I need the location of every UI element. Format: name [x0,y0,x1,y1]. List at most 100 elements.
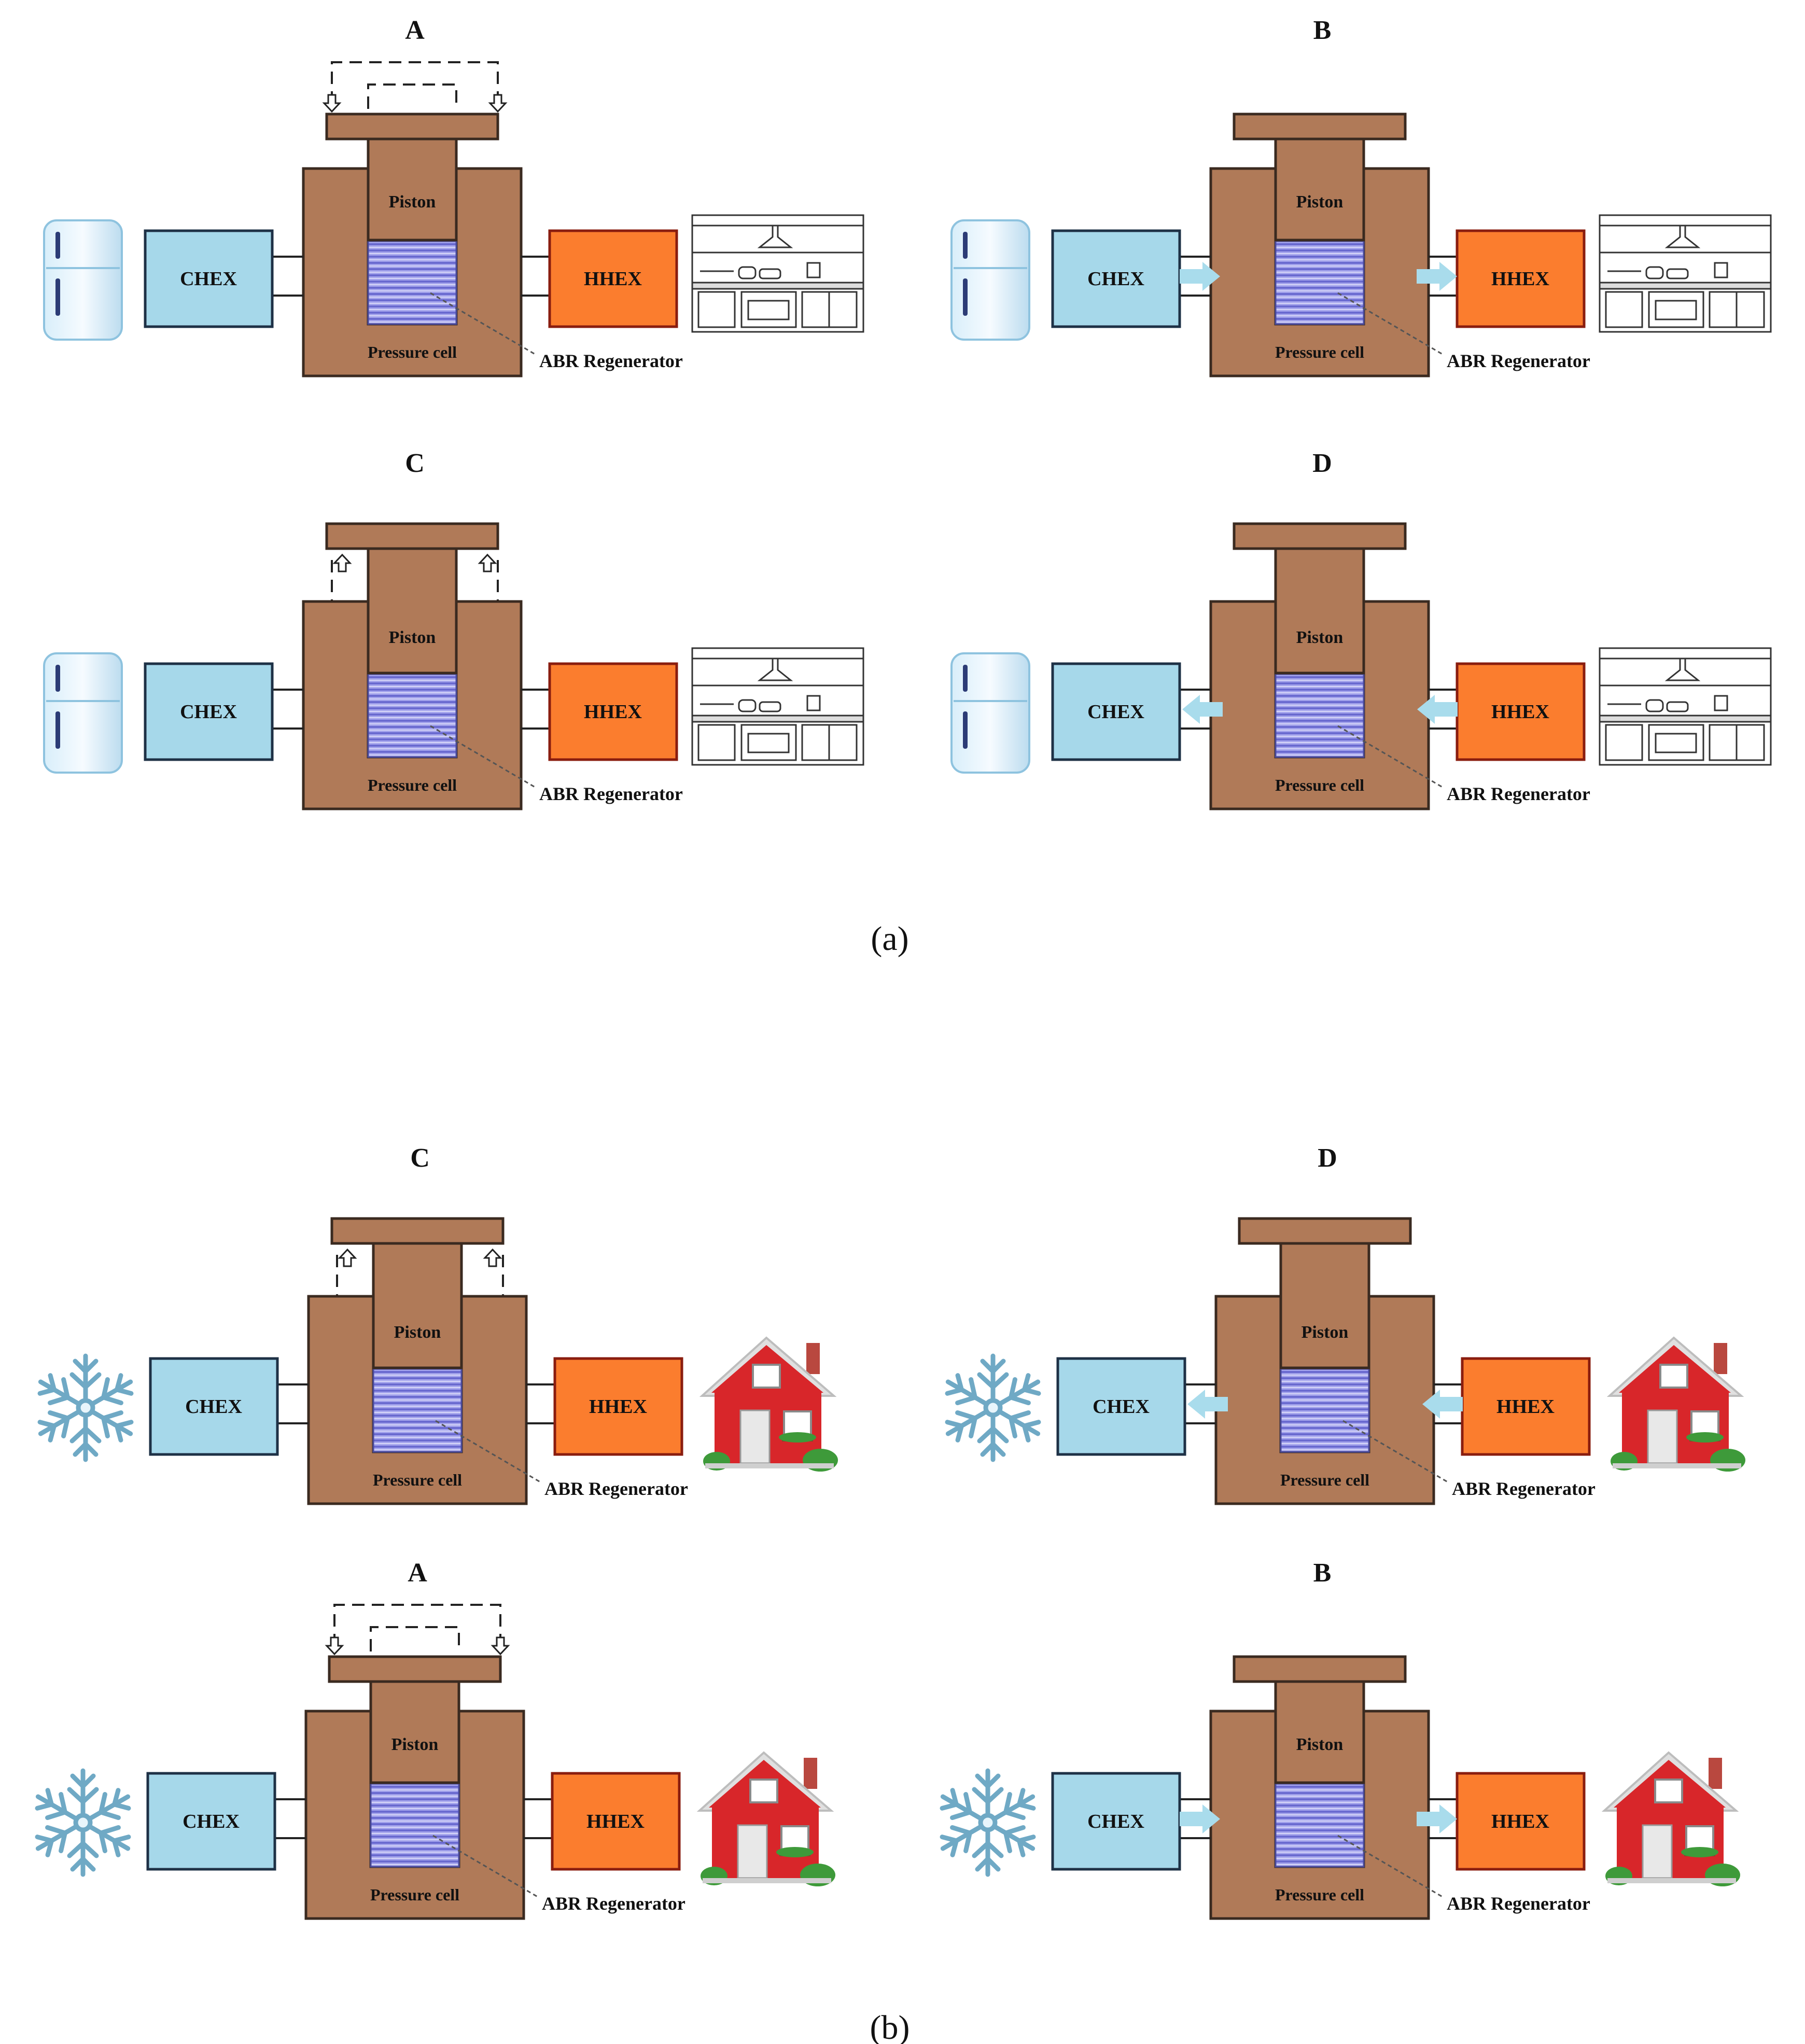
regenerator-leader [1337,1835,1445,1899]
house-icon [699,1336,838,1472]
step-label: D [1312,449,1332,478]
hhex-label: HHEX [584,701,642,723]
piston [369,1680,460,1784]
piston-cap [1233,522,1407,550]
pressure-cell-label: Pressure cell [1280,1471,1369,1489]
chex-box [149,1357,279,1456]
hhex-box [551,1772,681,1871]
pressure-cell-label: Pressure cell [1275,343,1364,361]
hhex-label: HHEX [1491,268,1549,290]
piston-cap [1238,1217,1412,1245]
kitchen-icon [691,214,864,333]
pressure-cell-label: Pressure cell [368,343,457,361]
chex-label: CHEX [1087,268,1144,290]
hhex-label: HHEX [586,1811,645,1832]
hhex-box [1456,1772,1586,1871]
piston-cap [325,113,499,141]
regenerator-leader [430,292,537,356]
hhex-label: HHEX [1491,1811,1549,1832]
piston-label: Piston [1296,1735,1344,1754]
refrigerator-icon [950,652,1030,774]
chex-label: CHEX [1093,1396,1150,1418]
chex-box [1051,1772,1181,1871]
arrow-left-icon [1417,695,1458,724]
regenerator-label: ABR Regenerator [544,1478,688,1499]
piston [367,547,458,675]
abr-regenerator [367,673,457,758]
caption-b: (b) [870,2009,910,2044]
chex-box [1056,1357,1186,1456]
regenerator-label: ABR Regenerator [1447,783,1590,804]
piston-travel-outline [336,1255,373,1297]
kitchen-icon [1599,214,1772,333]
regenerator-label: ABR Regenerator [539,783,683,804]
regenerator-label: ABR Regenerator [1447,1893,1590,1914]
regenerator-label: ABR Regenerator [1447,351,1590,371]
arrow-right-icon [1180,262,1220,291]
piston-cap [1233,113,1407,141]
piston-label: Piston [389,192,436,212]
pressure-cell-label: Pressure cell [1275,1885,1364,1904]
hhex-label: HHEX [1491,701,1549,723]
step-label: D [1318,1143,1337,1173]
snowflake-icon [940,1768,1036,1877]
piston-label: Piston [1302,1323,1349,1342]
chex-label: CHEX [180,268,237,290]
regenerator-leader [432,1835,540,1899]
regenerator-leader [430,725,537,789]
snowflake-icon [37,1353,134,1462]
piston-travel-outline [333,1604,501,1646]
regenerator-label: ABR Regenerator [1452,1478,1596,1499]
piston [367,137,458,242]
chex-box [146,1772,276,1871]
step-label: C [410,1143,430,1173]
hhex-box [1461,1357,1591,1456]
house-icon [696,1751,835,1886]
refrigerator-icon [950,219,1030,341]
piston-label: Piston [394,1323,441,1342]
step-label: C [405,449,425,478]
chex-box [1051,229,1181,328]
regenerator-leader [1337,292,1445,356]
piston-label: Piston [1296,628,1344,647]
piston [1279,1242,1370,1369]
pressure-cell-label: Pressure cell [370,1885,459,1904]
chex-box [144,662,274,761]
chex-label: CHEX [180,701,237,723]
pressure-cell-label: Pressure cell [373,1471,462,1489]
piston [1274,547,1365,675]
abr-regenerator [370,1783,460,1868]
kitchen-icon [691,647,864,766]
down-arrow-icon [322,94,342,113]
hhex-box [1456,229,1586,328]
piston [1274,137,1365,242]
abr-regenerator [372,1368,463,1453]
step-label: B [1313,16,1332,45]
chex-box [1051,662,1181,761]
pressure-cell-label: Pressure cell [1275,776,1364,794]
piston-cap [330,1217,505,1245]
up-arrow-icon [478,553,497,572]
abr-regenerator [1280,1368,1370,1453]
regenerator-leader [1342,1420,1450,1484]
step-label: A [408,1558,427,1588]
arrow-left-icon [1182,695,1223,724]
abr-regenerator [1275,673,1365,758]
arrow-right-icon [1417,1804,1457,1833]
regenerator-label: ABR Regenerator [542,1893,685,1914]
arrow-left-icon [1422,1390,1463,1419]
hhex-box [548,229,678,328]
down-arrow-icon [488,94,508,113]
hhex-label: HHEX [589,1396,647,1418]
piston-travel-outline [331,61,499,104]
hhex-box [553,1357,683,1456]
regenerator-label: ABR Regenerator [539,351,683,371]
down-arrow-icon [325,1636,344,1656]
